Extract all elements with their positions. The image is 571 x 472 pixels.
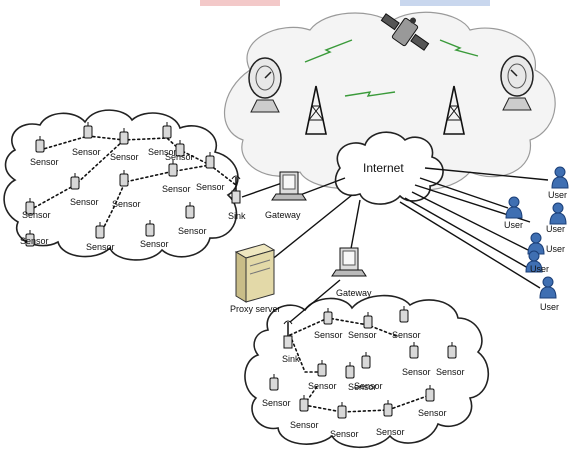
- sensor-label: Sensor: [86, 242, 115, 252]
- sensor-label: Sensor: [140, 239, 169, 249]
- sink-antenna-icon[interactable]: [231, 175, 241, 204]
- sensor-label: Sensor: [348, 382, 377, 392]
- sensor-node-icon[interactable]: [409, 342, 419, 359]
- proxy-server-label: Proxy server: [230, 304, 281, 314]
- sensor-node-icon[interactable]: [145, 220, 155, 237]
- sensor-label: Sensor: [376, 427, 405, 437]
- sensor-node-icon[interactable]: [383, 400, 393, 417]
- sensor-label: Sensor: [72, 147, 101, 157]
- network-links: [241, 167, 549, 323]
- satellite-icon: [380, 13, 430, 51]
- sensor-label: Sensor: [392, 330, 421, 340]
- sink-label: Sink: [228, 211, 246, 221]
- server-icon[interactable]: [234, 243, 276, 303]
- person-icon[interactable]: [527, 232, 545, 255]
- sensor-node-icon[interactable]: [162, 122, 172, 139]
- sensor-label: Sensor: [148, 147, 177, 157]
- sensor-node-icon[interactable]: [25, 230, 35, 247]
- radio-tower-icon: [305, 85, 327, 135]
- sensor-label: Sensor: [196, 182, 225, 192]
- sensor-node-icon[interactable]: [119, 128, 129, 145]
- sensor-node-icon[interactable]: [425, 385, 435, 402]
- user-label: User: [548, 190, 567, 200]
- gateway-computer-icon[interactable]: [271, 171, 307, 201]
- sensor-node-icon[interactable]: [317, 360, 327, 377]
- person-icon[interactable]: [505, 196, 523, 219]
- sensor-route: [303, 384, 319, 406]
- sensor-node-icon[interactable]: [323, 308, 333, 325]
- sensor-label: Sensor: [22, 210, 51, 220]
- user-label: User: [530, 264, 549, 274]
- sensor-label: Sensor: [402, 367, 431, 377]
- sensor-node-icon[interactable]: [119, 170, 129, 187]
- sensor-label: Sensor: [30, 157, 59, 167]
- sensor-node-icon[interactable]: [361, 352, 371, 369]
- sensor-label: Sensor: [112, 199, 141, 209]
- sensor-route: [289, 334, 323, 373]
- person-icon[interactable]: [551, 166, 569, 189]
- satellite-dish-icon: [248, 57, 282, 113]
- gateway-computer-icon[interactable]: [331, 247, 367, 277]
- sensor-node-icon[interactable]: [168, 160, 178, 177]
- sink-antenna-icon[interactable]: [283, 320, 293, 349]
- sensor-route: [289, 317, 397, 337]
- sensor-node-icon[interactable]: [205, 152, 215, 169]
- person-icon[interactable]: [525, 250, 543, 273]
- user-label: User: [540, 302, 559, 312]
- sensor-label: Sensor: [418, 408, 447, 418]
- sensor-route: [303, 394, 431, 413]
- sensor-route: [39, 135, 211, 166]
- sensor-label: Sensor: [110, 152, 139, 162]
- sensor-node-icon[interactable]: [175, 140, 185, 157]
- radio-link-icon: [304, 39, 479, 97]
- sensor-label: Sensor: [436, 367, 465, 377]
- person-icon[interactable]: [549, 202, 567, 225]
- sensor-label: Sensor: [20, 236, 49, 246]
- user-label: User: [546, 224, 565, 234]
- sensor-label: Sensor: [314, 330, 343, 340]
- sensor-node-icon[interactable]: [345, 362, 355, 379]
- sensor-node-icon[interactable]: [185, 202, 195, 219]
- sensor-label: Sensor: [70, 197, 99, 207]
- satellite-cloud: [223, 11, 556, 191]
- sink-label: Sink: [282, 354, 300, 364]
- sensor-node-icon[interactable]: [299, 395, 309, 412]
- user-label: User: [504, 220, 523, 230]
- sensor-node-icon[interactable]: [70, 173, 80, 190]
- person-icon[interactable]: [539, 276, 557, 299]
- sensor-route: [99, 164, 237, 236]
- sensor-label: Sensor: [165, 152, 194, 162]
- satellite-dish-icon: [500, 55, 534, 111]
- gateway-label: Gateway: [265, 210, 301, 220]
- sensor-label: Sensor: [262, 398, 291, 408]
- top-banner-left: [200, 0, 280, 6]
- sensor-node-icon[interactable]: [447, 342, 457, 359]
- gateway-label: Gateway: [336, 288, 372, 298]
- sensor-node-icon[interactable]: [269, 374, 279, 391]
- sensor-node-icon[interactable]: [83, 122, 93, 139]
- sensor-node-icon[interactable]: [399, 306, 409, 323]
- sensor-node-icon[interactable]: [25, 198, 35, 215]
- sensor-node-icon[interactable]: [337, 402, 347, 419]
- sensor-node-icon[interactable]: [35, 136, 45, 153]
- internet-label: Internet: [363, 161, 404, 175]
- sensor-label: Sensor: [308, 381, 337, 391]
- sensor-label: Sensor: [162, 184, 191, 194]
- radio-tower-icon: [443, 85, 465, 135]
- sensor-node-icon[interactable]: [95, 222, 105, 239]
- sensor-label: Sensor: [354, 381, 383, 391]
- sensor-label: Sensor: [330, 429, 359, 439]
- sensor-label: Sensor: [290, 420, 319, 430]
- sensor-label: Sensor: [348, 330, 377, 340]
- sensor-label: Sensor: [178, 226, 207, 236]
- top-banner-right: [400, 0, 490, 6]
- sensor-node-icon[interactable]: [363, 312, 373, 329]
- user-label: User: [546, 244, 565, 254]
